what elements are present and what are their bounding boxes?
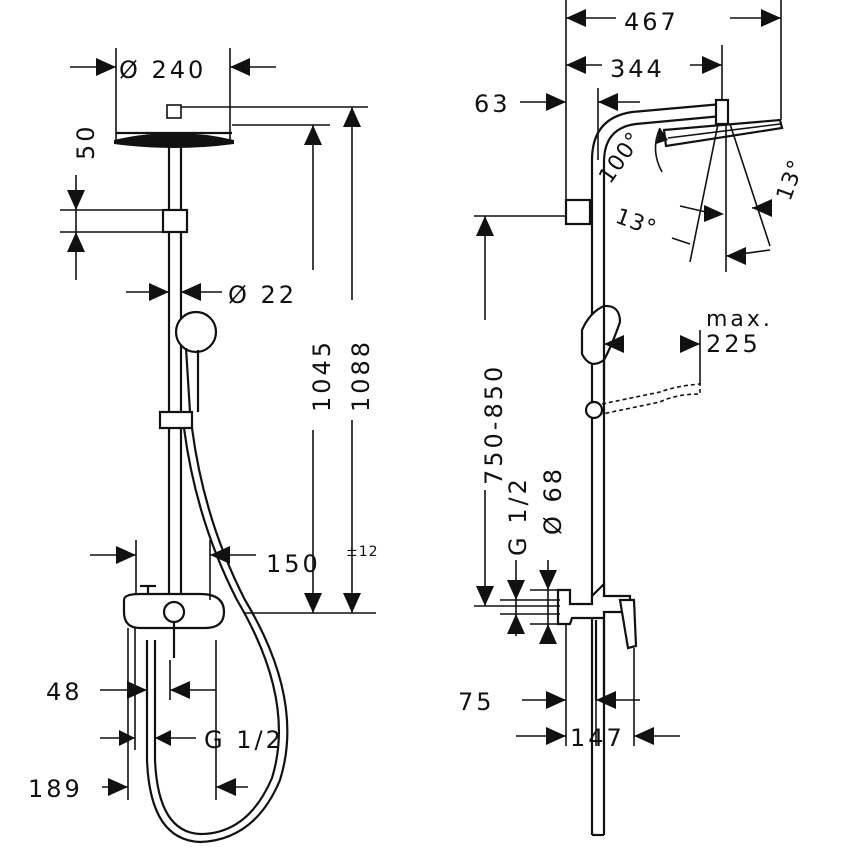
side-head-joint — [714, 98, 730, 126]
label-dim-1088: 1088 — [347, 339, 375, 412]
label-dim-147: 147 — [570, 724, 625, 752]
label-dim-150: 150 — [266, 550, 321, 578]
hand-shower-extended — [601, 383, 701, 415]
side-mixer-body — [556, 581, 632, 626]
label-max: max. — [706, 307, 773, 332]
side-shower-head — [662, 118, 784, 148]
label-angle-13-right: 13° — [772, 156, 810, 204]
label-dim-467: 467 — [624, 8, 679, 36]
label-dim-750-850: 750-850 — [480, 364, 508, 485]
label-dim-225: 225 — [706, 330, 761, 358]
label-tolerance-12: ±12 — [346, 544, 379, 560]
label-dim-75: 75 — [458, 688, 495, 716]
label-diam-240: Ø 240 — [119, 56, 206, 84]
label-dim-50: 50 — [72, 123, 100, 160]
side-hand-shower — [580, 304, 622, 365]
shower-head-top-nub — [166, 104, 182, 119]
slider-holder — [158, 410, 194, 430]
label-dim-189: 189 — [28, 775, 83, 803]
label-dim-344: 344 — [610, 55, 665, 83]
side-wall-bracket — [564, 198, 592, 226]
side-view: max. 225 467 344 63 100° — [458, 0, 810, 837]
label-angle-13-left: 13° — [612, 204, 660, 242]
pipe-connector — [161, 208, 189, 234]
label-dim-1045: 1045 — [308, 339, 336, 412]
side-riser-outer — [590, 102, 723, 835]
shower-head — [114, 133, 234, 148]
label-diam-68: Ø 68 — [539, 466, 567, 535]
label-dim-63: 63 — [474, 90, 511, 118]
mixer-knob — [162, 600, 186, 624]
front-view: Ø 240 50 Ø 22 1045 1088 15 — [28, 48, 379, 844]
hand-shower-head — [174, 310, 218, 354]
label-thread-g12-side: G 1/2 — [504, 476, 532, 556]
side-slider — [584, 400, 604, 420]
label-diam-22: Ø 22 — [228, 281, 297, 309]
label-dim-48: 48 — [46, 678, 83, 706]
side-riser-inner — [602, 114, 723, 835]
side-mixer-lever — [618, 598, 638, 650]
label-thread-g12: G 1/2 — [204, 726, 284, 754]
shower-hose — [145, 427, 289, 844]
label-angle-100: 100° — [594, 127, 647, 188]
